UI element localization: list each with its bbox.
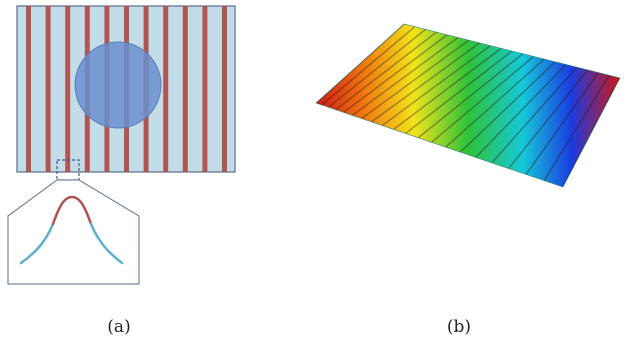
beam-spot bbox=[74, 41, 162, 129]
panel-b bbox=[315, 23, 621, 188]
wave-ridge bbox=[508, 69, 589, 170]
wave-ridge bbox=[335, 31, 437, 111]
wave-ridge bbox=[431, 55, 535, 143]
profile-curve-peak bbox=[51, 195, 93, 226]
caption-b: (b) bbox=[446, 317, 472, 337]
profile-curve-left-tail bbox=[19, 222, 55, 265]
wave-surface bbox=[316, 24, 620, 187]
wave-ridge bbox=[405, 50, 513, 135]
wave-surface-edge bbox=[315, 23, 621, 188]
wave-ridge bbox=[393, 47, 502, 131]
grating-stripe bbox=[65, 6, 71, 172]
caption-a: (a) bbox=[107, 317, 131, 337]
wave-ridge bbox=[543, 74, 610, 182]
grating-stripe bbox=[26, 6, 31, 172]
grating-stripe bbox=[163, 6, 169, 172]
wave-ridge bbox=[321, 26, 416, 106]
wave-ridge bbox=[371, 42, 481, 123]
wave-ridge bbox=[327, 28, 427, 108]
wave-ridge bbox=[381, 44, 491, 127]
wave-ridge bbox=[475, 63, 567, 158]
wave-ridge bbox=[351, 36, 459, 116]
profile-curve-right-tail bbox=[89, 222, 124, 265]
grating-stripe bbox=[202, 6, 208, 172]
wave-ridge bbox=[491, 66, 578, 164]
wave-ridge bbox=[525, 72, 600, 175]
grating-stripe bbox=[45, 6, 51, 172]
wave-ridge bbox=[361, 39, 470, 120]
grating-stripe bbox=[222, 6, 227, 172]
wave-ridge bbox=[459, 61, 556, 153]
panel-a bbox=[7, 5, 236, 285]
grating-stripe bbox=[182, 6, 188, 172]
wave-ridge bbox=[417, 53, 524, 139]
zoom-inset bbox=[7, 179, 140, 285]
wave-ridge bbox=[343, 34, 448, 114]
wave-ridge bbox=[445, 58, 545, 148]
